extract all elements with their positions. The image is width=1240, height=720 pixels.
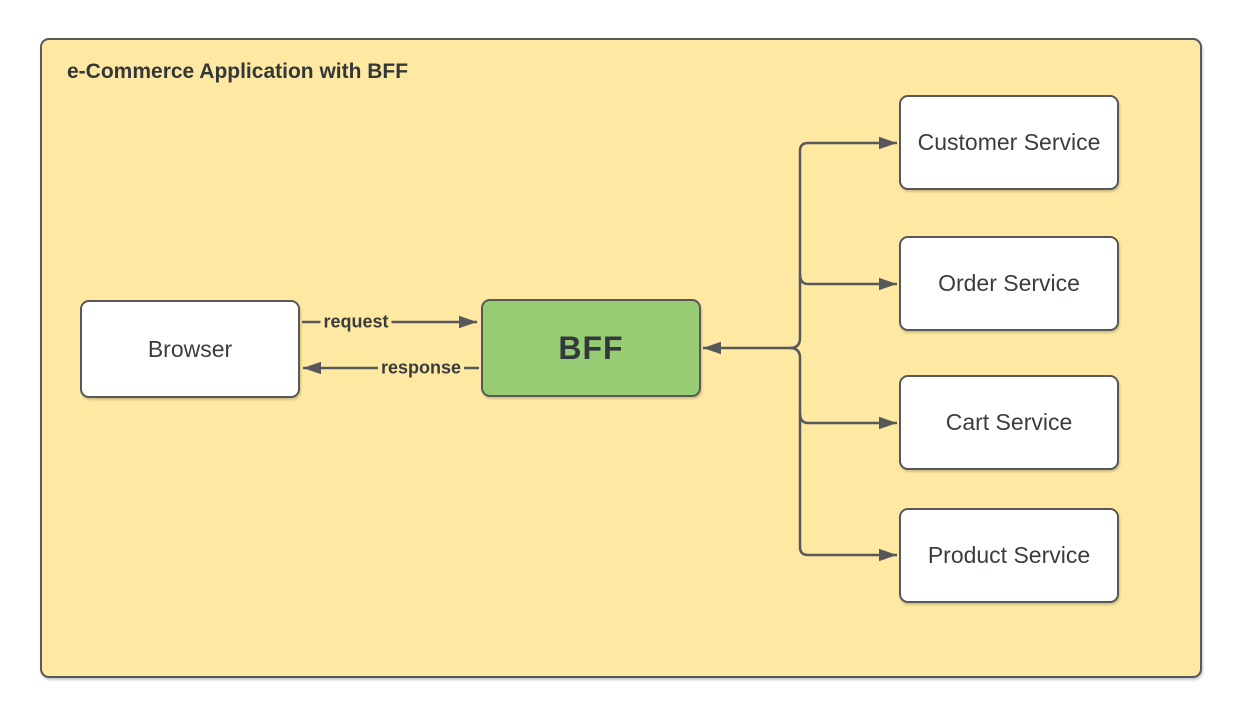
node-customer-service: Customer Service [899,95,1119,190]
diagram-title: e-Commerce Application with BFF [67,60,409,83]
node-bff: BFF [481,299,701,397]
node-cart-service: Cart Service [899,375,1119,470]
node-browser: Browser [80,300,300,398]
edge-response-label: response [377,357,465,379]
node-order-service: Order Service [899,236,1119,331]
edge-request-label: request [320,311,392,333]
node-product-service: Product Service [899,508,1119,603]
